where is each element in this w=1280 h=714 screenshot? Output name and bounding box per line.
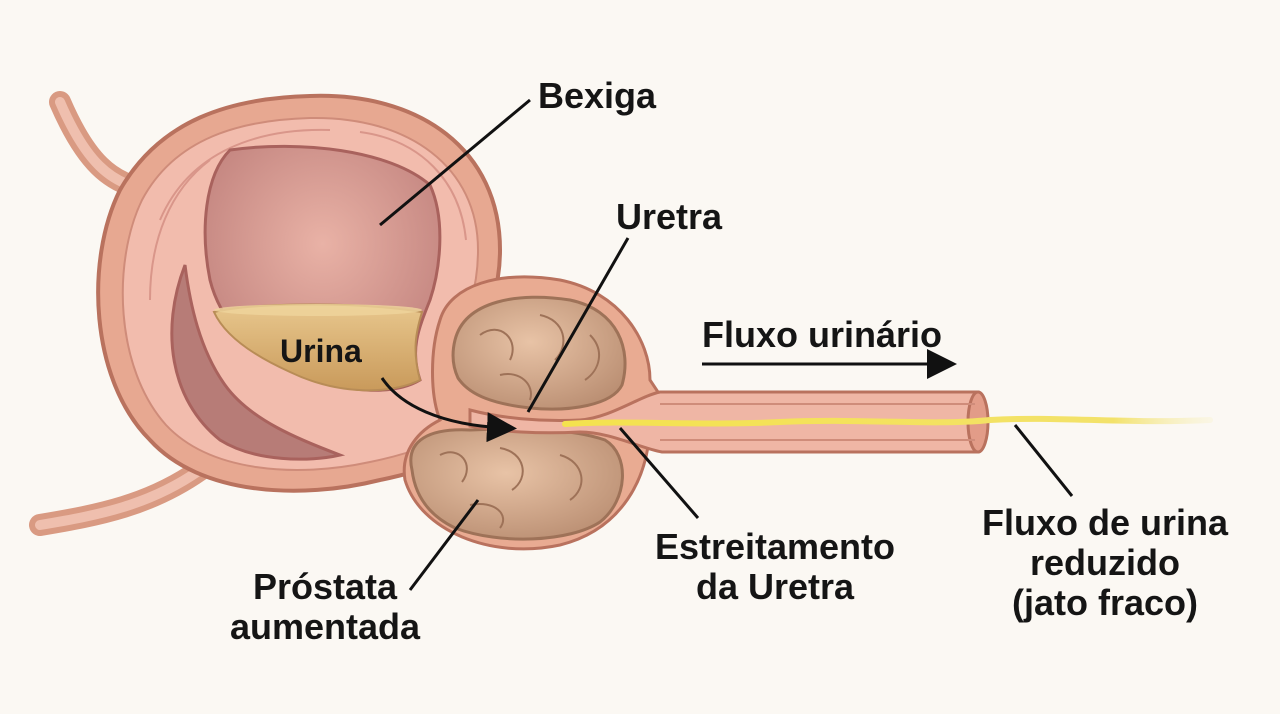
urine-stream (562, 415, 1213, 427)
label-urina: Urina (280, 333, 362, 369)
label-fluxo-reduzido: Fluxo de urina reduzido (jato fraco) (960, 503, 1250, 623)
bladder-texture-1 (159, 128, 331, 221)
label-prostata-line2: aumentada (229, 606, 421, 647)
label-fluxo-reduzido-line3: (jato fraco) (1011, 582, 1198, 623)
bladder-flow-arrow (380, 377, 517, 443)
label-fluxo-reduzido-line1: Fluxo de urina (981, 502, 1229, 543)
prostate-lower-lobe (409, 427, 624, 541)
bladder-crescent (170, 264, 346, 461)
label-bexiga: Bexiga (538, 75, 657, 116)
leader-fluxo-reduzido (1013, 424, 1074, 497)
bladder-texture-2 (149, 159, 211, 301)
prostate-upper-folds (479, 314, 600, 401)
label-estreitamento-line2: da Uretra (695, 566, 855, 607)
label-fluxo-urinario: Fluxo urinário (702, 314, 943, 355)
prostate-lower-folds (439, 447, 583, 529)
label-prostata-aumentada: Próstata aumentada (205, 567, 445, 647)
label-uretra: Uretra (616, 196, 723, 237)
prostate-upper-lobe (451, 295, 627, 411)
ureter-bottom-inner (35, 465, 205, 530)
leader-bexiga (379, 98, 531, 227)
label-prostata-line1: Próstata (252, 566, 398, 607)
label-estreitamento-uretra: Estreitamento da Uretra (630, 527, 920, 607)
label-fluxo-reduzido-line2: reduzido (1030, 542, 1180, 583)
leader-prostata (408, 499, 480, 591)
leader-estreitamento (618, 427, 700, 519)
urethra-inner-line (660, 403, 975, 441)
bladder-texture-3 (359, 131, 467, 241)
label-estreitamento-line1: Estreitamento (654, 526, 896, 567)
leader-uretra (526, 237, 630, 413)
urine-surface (214, 304, 422, 316)
